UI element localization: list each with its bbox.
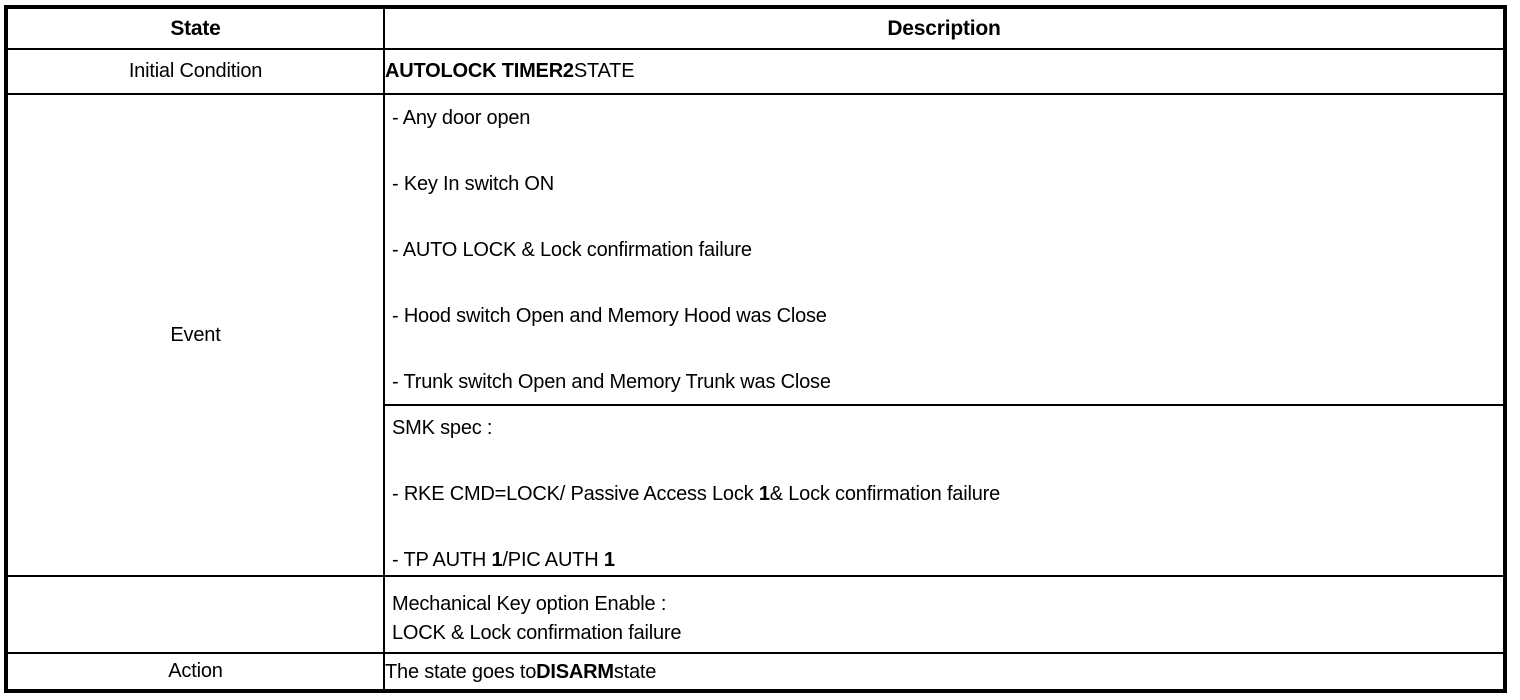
header-state: State [5, 6, 385, 50]
smk-bullet-1-bold: 1 [758, 483, 770, 505]
spacer [392, 327, 1503, 371]
table-row-action: Action The state goes toDISARMstate [5, 652, 1506, 692]
initial-state-name: AUTOLOCK TIMER2 [385, 60, 574, 82]
smk-bullet-1-pre: - RKE CMD=LOCK/ Passive Access Lock [392, 483, 759, 505]
table-row-event: Event - Any door open - Key In switch ON… [5, 93, 1506, 577]
event-bullet-4: - Hood switch Open and Memory Hood was C… [392, 305, 827, 327]
row-label-action: Action [5, 652, 385, 692]
event-bullet-2: - Key In switch ON [392, 173, 554, 195]
spacer [392, 439, 1503, 483]
smk-bullet-2-bold: 1 [491, 549, 503, 571]
row-label-mechanical-key [5, 575, 385, 654]
row-label-initial-condition: Initial Condition [5, 48, 385, 95]
smk-bullet-2: - TP AUTH 1/PIC AUTH 1 [392, 549, 1503, 571]
table-header-row: State Description [5, 6, 1506, 50]
smk-bullet-2-post: /PIC AUTH [502, 549, 604, 571]
smk-bullet-2-bold2: 1 [603, 549, 615, 571]
event-bullet-3: - AUTO LOCK & Lock confirmation failure [392, 239, 752, 261]
mechanical-key-line-1: Mechanical Key option Enable : [392, 593, 667, 615]
row-label-event: Event [5, 93, 385, 577]
event-bullet-group: - Any door open - Key In switch ON - AUT… [385, 96, 1503, 404]
table-row-mechanical-key: Mechanical Key option Enable : LOCK & Lo… [5, 575, 1506, 654]
action-text-pre: The state goes to [385, 660, 537, 683]
smk-spec-heading: SMK spec : [392, 417, 493, 439]
smk-bullet-2-pre: - TP AUTH [392, 549, 492, 571]
row-value-mechanical-key: Mechanical Key option Enable : LOCK & Lo… [383, 575, 1506, 654]
state-description-table: State Description Initial Condition AUTO… [4, 5, 1507, 693]
action-text-post: state [613, 660, 657, 683]
table-row-initial-condition: Initial Condition AUTOLOCK TIMER2STATE [5, 48, 1506, 95]
spacer [392, 505, 1503, 549]
action-target-state: DISARM [536, 660, 614, 683]
spacer [392, 129, 1503, 173]
row-value-initial-condition: AUTOLOCK TIMER2STATE [383, 48, 1506, 95]
smk-bullet-1-post: & Lock confirmation failure [769, 483, 1001, 505]
smk-bullet-1: - RKE CMD=LOCK/ Passive Access Lock 1& L… [392, 483, 1503, 505]
spacer [392, 261, 1503, 305]
event-bullet-1: - Any door open [392, 107, 531, 129]
smk-spec-group: SMK spec : - RKE CMD=LOCK/ Passive Acces… [385, 404, 1503, 574]
mechanical-key-block: Mechanical Key option Enable : LOCK & Lo… [385, 581, 1503, 648]
spacer [392, 195, 1503, 239]
action-text: The state goes toDISARMstate [385, 661, 1503, 683]
row-value-event: - Any door open - Key In switch ON - AUT… [383, 93, 1506, 577]
initial-state-suffix: STATE [573, 60, 635, 82]
header-description: Description [383, 6, 1506, 50]
mechanical-key-line-2: LOCK & Lock confirmation failure [392, 622, 682, 644]
event-bullet-5: - Trunk switch Open and Memory Trunk was… [392, 371, 831, 393]
row-value-action: The state goes toDISARMstate [383, 652, 1506, 692]
